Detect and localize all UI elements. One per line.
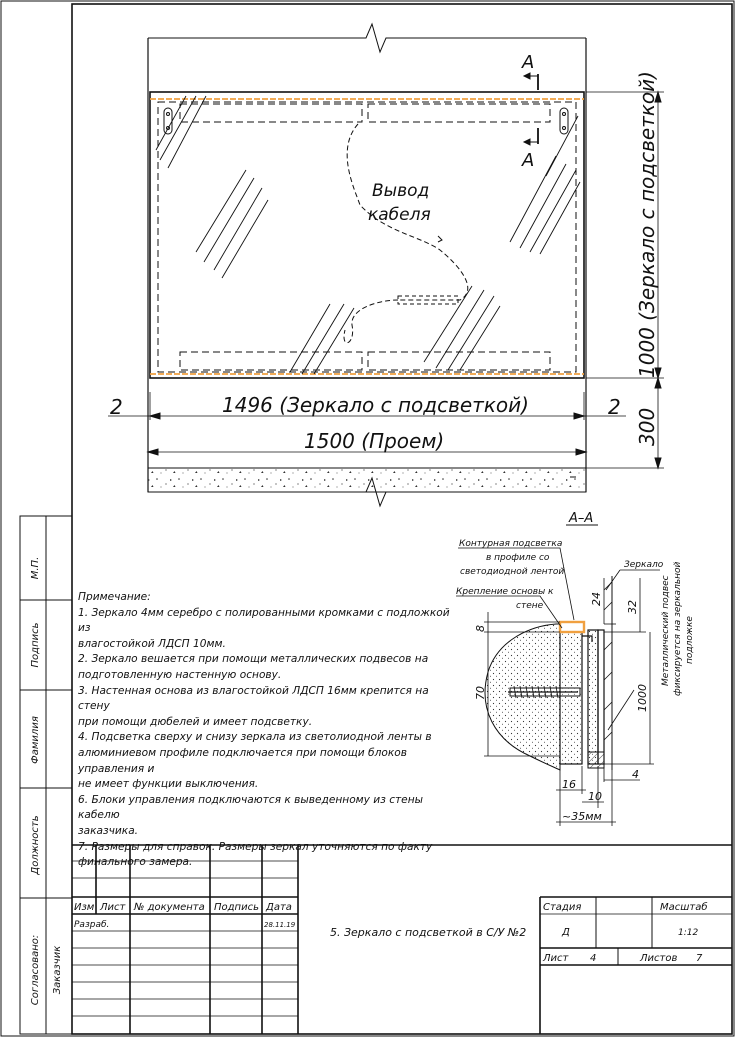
stamp-position: Должность — [30, 815, 41, 875]
tb-scale-value: 1:12 — [678, 928, 698, 938]
dim-4: 4 — [632, 768, 639, 781]
note-line: 2. Зеркало вешается при помощи металличе… — [78, 653, 429, 666]
dim-gap-left: 2 — [110, 395, 123, 419]
label-led-3: светодиодной лентой — [460, 567, 564, 577]
label-hanger-3: подложке — [685, 616, 695, 664]
tb-sheets-label: Листов — [639, 953, 677, 964]
section-mark-top: А — [521, 52, 534, 73]
tb-sheet-value: 4 — [590, 953, 596, 964]
dim-mirror-height: 1000 (Зеркало с подсветкой) — [635, 71, 659, 378]
tb-scale-label: Масштаб — [660, 901, 708, 913]
tb-col-list: Лист — [99, 902, 127, 913]
note-line: не имеет функции выключения. — [78, 778, 259, 791]
note-line: влагостойкой ЛДСП 10мм. — [78, 637, 226, 650]
dim-opening-width: 1500 (Проем) — [304, 429, 444, 453]
note-line: при помощи дюбелей и имеет подсветку. — [78, 715, 313, 728]
dim-gap-right: 2 — [608, 395, 621, 419]
front-view — [108, 22, 664, 508]
label-hanger-2: фиксируется на зеркальной — [673, 561, 683, 696]
section-view — [456, 524, 660, 826]
dim-35: ~35мм — [562, 810, 602, 823]
note-line: 4. Подсветка сверху и снизу зеркала из с… — [78, 731, 432, 744]
dim-mirror-width: 1496 (Зеркало с подсветкой) — [222, 393, 529, 417]
label-led-1: Контурная подсветка — [459, 539, 562, 549]
label-led-2: в профиле со — [486, 553, 550, 563]
dim-1000: 1000 — [636, 684, 649, 712]
note-line: 6. Блоки управления подключаются к вывед… — [78, 793, 423, 822]
note-line: 1. Зеркало 4мм серебро с полированными к… — [78, 606, 450, 635]
label-mount-1: Крепление основы к — [456, 587, 554, 597]
section-title: А–А — [568, 511, 593, 526]
tb-author: Разраб. — [74, 920, 109, 930]
note-line: алюминиевом профиле подключается при пом… — [78, 746, 407, 775]
note-line: подготовленную настенную основу. — [78, 668, 282, 681]
note-line: 3. Настенная основа из влагостойкой ЛДСП… — [78, 684, 429, 713]
dim-10: 10 — [588, 790, 602, 803]
label-hanger-1: Металлический подвес — [661, 575, 671, 686]
dim-8: 8 — [474, 625, 487, 632]
tb-col-izm: Изм — [74, 902, 95, 913]
tb-col-doc: № документа — [133, 902, 205, 913]
sheet-inner-frame — [71, 3, 733, 1035]
tb-col-date: Дата — [265, 902, 292, 913]
dim-16: 16 — [562, 778, 576, 791]
section-mark-bottom: А — [521, 150, 534, 171]
label-mirror: Зеркало — [624, 560, 664, 570]
tb-date-value: 28.11.19 — [264, 921, 296, 929]
side-stamp — [19, 515, 73, 1035]
note-line: заказчика. — [78, 824, 139, 837]
stamp-agreed: Согласовано: — [30, 935, 41, 1006]
stamp-mp: М.П. — [30, 557, 41, 580]
cable-outlet-line2: кабеля — [368, 205, 431, 225]
tb-col-sign: Подпись — [214, 902, 259, 913]
cable-outlet-line1: Вывод — [372, 181, 429, 201]
notes-title: Примечание: — [78, 591, 151, 603]
tb-drawing-title: 5. Зеркало с подсветкой в С/У №2 — [330, 926, 526, 939]
note-line: финального замера. — [78, 856, 193, 869]
tb-stage-value: Д — [561, 927, 570, 938]
label-mount-2: стене — [516, 601, 544, 611]
stamp-surname: Фамилия — [30, 716, 41, 764]
title-block-lines — [72, 844, 732, 1034]
tb-stage-label: Стадия — [543, 902, 581, 913]
stamp-sign: Подпись — [30, 622, 41, 667]
tb-sheets-value: 7 — [696, 953, 703, 964]
dim-70: 70 — [474, 686, 487, 700]
dim-floor-offset: 300 — [635, 408, 659, 446]
note-line: 7. Размеры для справок. Размеры зеркал у… — [78, 840, 433, 853]
notes-block: Примечание: 1. Зеркало 4мм серебро с пол… — [78, 590, 458, 871]
dim-24: 24 — [590, 592, 603, 606]
stamp-customer: Заказчик — [52, 946, 63, 994]
dim-32: 32 — [626, 600, 639, 614]
tb-sheet-label: Лист — [542, 953, 570, 964]
